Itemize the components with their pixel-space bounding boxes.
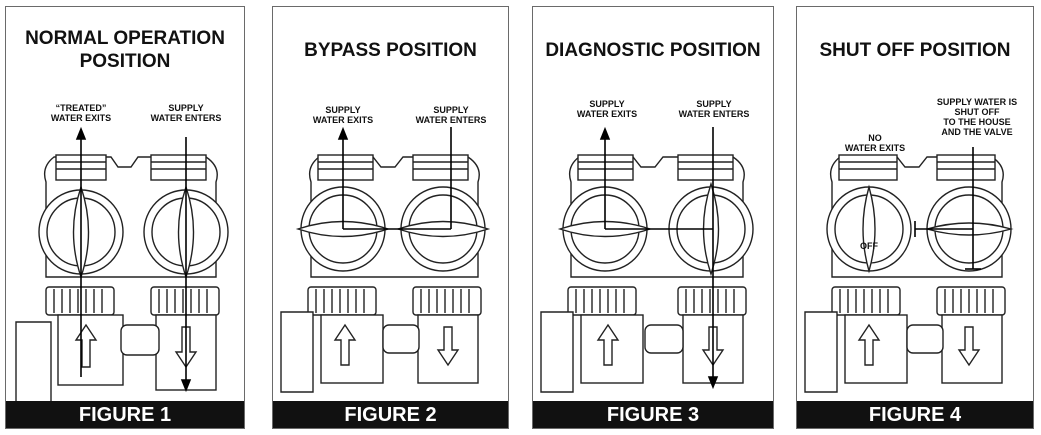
right-top-pipe: [150, 154, 207, 181]
figure-4-label-right: SUPPLY WATER IS SHUT OFF TO THE HOUSE AN…: [936, 97, 1018, 137]
figure-3-label-left: SUPPLY WATER EXITS: [576, 99, 638, 119]
down-arrow: [436, 326, 460, 367]
figure-2-valve-diagram: [280, 126, 491, 393]
figure-3-valve-diagram: [540, 126, 754, 393]
knob-off-text: OFF: [860, 241, 878, 251]
figure-1-label-left: “TREATED” WATER EXITS: [50, 103, 112, 123]
figure-4-title: SHUT OFF POSITION: [819, 40, 1011, 61]
figure-4-label-left: NO WATER EXITS: [844, 133, 906, 153]
figure-2-title: BYPASS POSITION: [304, 40, 477, 61]
figure-3-title: DIAGNOSTIC POSITION: [545, 40, 761, 61]
figure-4-panel: SHUT OFF POSITION: [796, 6, 1034, 429]
up-arrow: [333, 323, 357, 366]
figure-3-caption: FIGURE 3: [533, 401, 773, 428]
figure-3-panel: DIAGNOSTIC POSITION: [532, 6, 774, 429]
down-arrow: [957, 326, 981, 367]
figure-1-label-right: SUPPLY WATER ENTERS: [150, 103, 222, 123]
figure-3-label-right: SUPPLY WATER ENTERS: [678, 99, 750, 119]
figure-1-title: NORMAL OPERATION POSITION: [25, 28, 225, 72]
figure-2-label-left: SUPPLY WATER EXITS: [312, 105, 374, 125]
figure-4-caption: FIGURE 4: [797, 401, 1033, 428]
up-arrow: [596, 323, 620, 366]
figure-1-valve-diagram: [15, 126, 229, 403]
left-pointer: [862, 184, 876, 274]
figure-2-caption: FIGURE 2: [273, 401, 508, 428]
up-arrow: [857, 323, 881, 366]
figure-2-panel: BYPASS POSITION: [272, 6, 509, 429]
figure-1-panel: NORMAL OPERATION POSITION: [5, 6, 245, 429]
figure-4-valve-diagram: OFF: [804, 147, 1014, 393]
figure-2-label-right: SUPPLY WATER ENTERS: [415, 105, 487, 125]
figure-1-caption: FIGURE 1: [6, 401, 244, 428]
